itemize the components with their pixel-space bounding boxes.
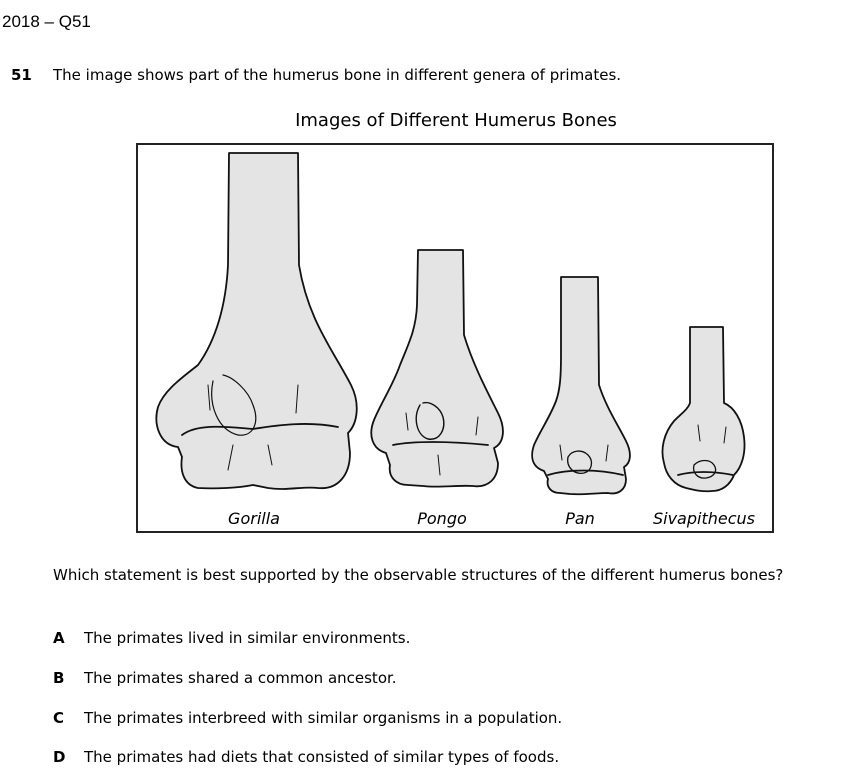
question-number: 51 [11,66,32,84]
question-prompt: Which statement is best supported by the… [53,566,784,584]
choice-letter: C [53,709,65,727]
answer-choice-a[interactable]: A The primates lived in similar environme… [53,627,410,649]
choice-text: The primates lived in similar environmen… [84,629,411,647]
choice-letter: D [53,748,66,766]
choice-letter: A [53,629,65,647]
pongo-humerus-drawing [370,249,504,488]
choice-letter: B [53,669,65,687]
choice-text: The primates interbreed with similar org… [84,709,563,727]
sivapithecus-humerus-drawing [661,326,746,493]
choice-text: The primates shared a common ancestor. [84,669,397,687]
genus-label-sivapithecus: Sivapithecus [652,509,755,528]
answer-choice-d[interactable]: D The primates had diets that consisted o… [53,746,559,768]
gorilla-humerus-drawing [155,152,358,490]
choice-text: The primates had diets that consisted of… [84,748,560,766]
question-header-label: 2018 – Q51 [2,12,91,31]
humerus-illustrations [155,152,746,496]
genus-label-pongo: Pongo [417,509,467,528]
answer-choice-c[interactable]: C The primates interbreed with similar or… [53,707,562,729]
pan-humerus-drawing [531,276,631,496]
question-stem: The image shows part of the humerus bone… [53,66,622,84]
answer-choice-b[interactable]: B The primates shared a common ancestor. [53,667,397,689]
figure-title: Images of Different Humerus Bones [295,110,617,131]
genus-label-gorilla: Gorilla [228,509,280,528]
humerus-figure: Gorilla Pongo Pan Sivapithecus [136,143,774,533]
genus-label-pan: Pan [565,509,595,528]
